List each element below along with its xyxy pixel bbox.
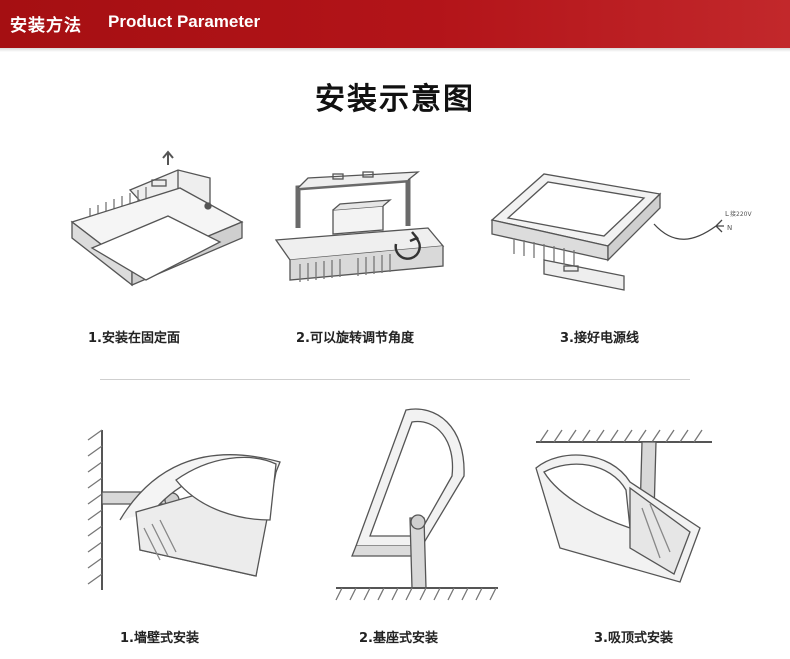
- ceiling-mount-caption: 3.吸顶式安装: [594, 631, 673, 646]
- header-title-en: Product Parameter: [108, 12, 261, 31]
- live-wire-label: L: [725, 210, 729, 218]
- header-shadow: [0, 48, 790, 52]
- section-divider: [100, 379, 690, 380]
- step3-caption: 3.接好电源线: [560, 331, 639, 346]
- power-supply-label: 接220V: [730, 210, 752, 218]
- step2-illustration: [274, 171, 445, 282]
- wall-mount-caption: 1.墙壁式安装: [120, 631, 199, 646]
- step1-caption: 1.安装在固定面: [88, 331, 180, 346]
- step3-illustration: L N 接220V: [490, 173, 752, 291]
- step1-illustration: [70, 150, 244, 287]
- wall-mount-illustration: [87, 429, 281, 590]
- neutral-wire-label: N: [727, 224, 732, 232]
- base-mount-illustration: [335, 408, 498, 601]
- header-bar: 安装方法 Product Parameter: [0, 0, 790, 48]
- page-title: 安装示意图: [315, 82, 475, 117]
- base-mount-caption: 2.基座式安装: [359, 631, 438, 646]
- ceiling-mount-illustration: [535, 429, 712, 583]
- header-title-cn: 安装方法: [10, 16, 82, 36]
- step2-caption: 2.可以旋转调节角度: [296, 331, 414, 346]
